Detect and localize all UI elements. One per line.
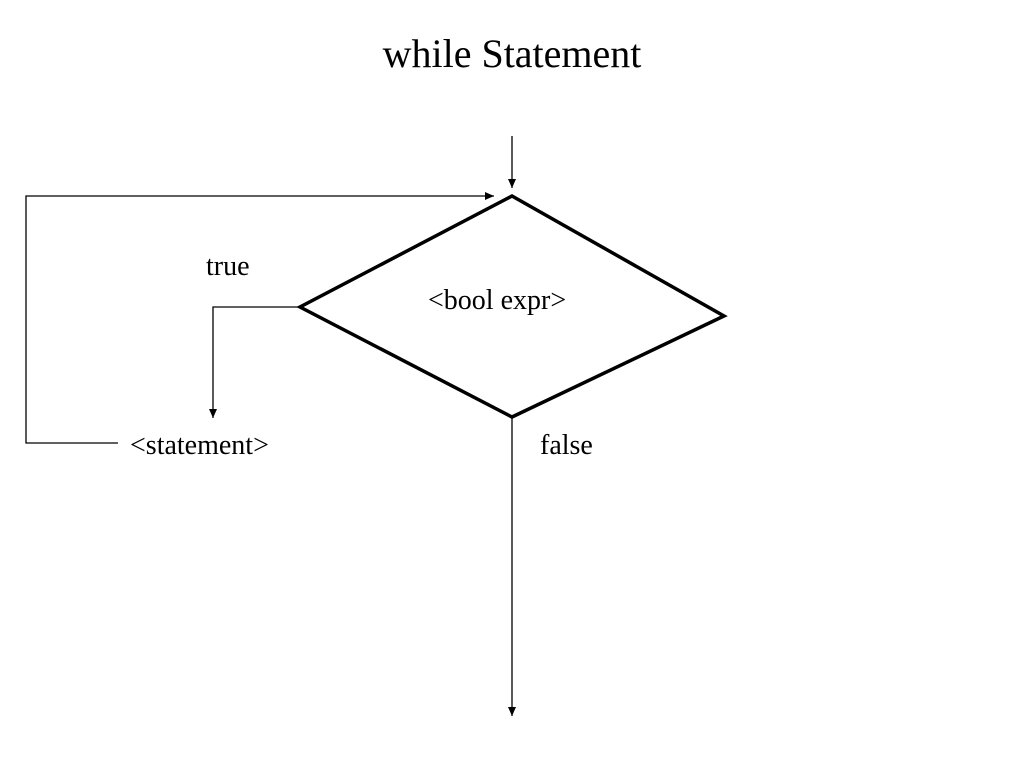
slide-title: while Statement [382,31,642,76]
statement-label: <statement> [130,430,269,461]
true-branch-arrow [209,306,300,418]
false-label: false [540,430,593,461]
loop-back-arrow [25,192,494,444]
true-label: true [206,251,250,282]
condition-label: <bool expr> [428,285,567,316]
